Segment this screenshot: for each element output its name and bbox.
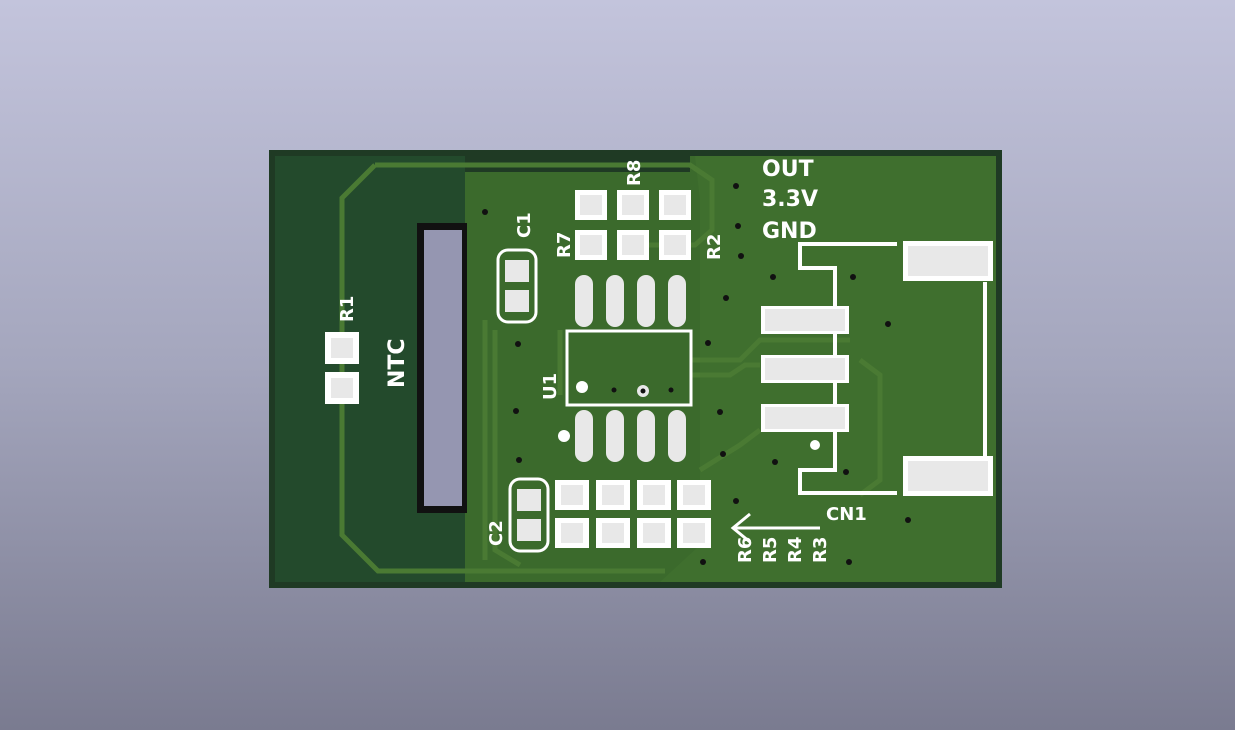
traces: [482, 320, 883, 568]
vias: [482, 183, 911, 565]
label-r1: R1: [337, 296, 358, 322]
label-out: OUT: [762, 157, 814, 182]
label-r3: R3: [810, 537, 831, 563]
ic-u1: [558, 275, 693, 462]
label-r4: R4: [785, 537, 806, 563]
label-c2: C2: [486, 520, 507, 546]
label-r2: R2: [704, 234, 725, 260]
label-r6: R6: [735, 537, 756, 563]
label-u1: U1: [540, 373, 561, 400]
capacitor-c2: [508, 477, 550, 553]
label-r7: R7: [554, 232, 575, 258]
label-r8: R8: [624, 160, 645, 186]
label-r5: R5: [760, 537, 781, 563]
silk-arrow: [730, 512, 820, 544]
label-cn1: CN1: [826, 504, 867, 525]
capacitor-c1: [496, 248, 538, 324]
pads-bottom-resistors: [555, 480, 711, 548]
label-gnd: GND: [762, 219, 817, 244]
label-c1: C1: [514, 212, 535, 238]
pads-top-resistors: [575, 190, 691, 260]
label-ntc: NTC: [385, 338, 410, 388]
resistor-r1: [325, 332, 359, 404]
label-3v3: 3.3V: [762, 187, 818, 212]
ntc-slot-inner: [424, 230, 462, 506]
connector-cn1: [761, 241, 993, 496]
